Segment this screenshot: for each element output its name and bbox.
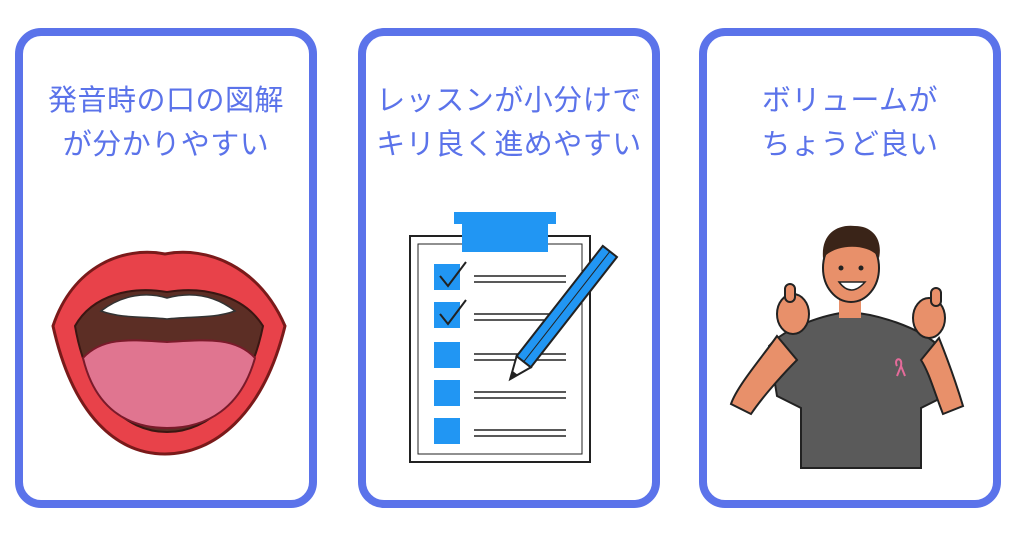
card-short-lessons: レッスンが小分けで キリ良く進めやすい xyxy=(358,28,660,508)
card-good-volume: ボリュームが ちょうど良い xyxy=(699,28,1001,508)
card-title-line2: キリ良く進めやすい xyxy=(376,127,642,161)
card-title-line1: 発音時の口の図解 xyxy=(47,83,284,117)
checklist-pencil-icon xyxy=(409,212,619,463)
open-mouth-icon xyxy=(51,250,287,456)
card-mouth-diagram: 発音時の口の図解 が分かりやすい xyxy=(15,28,317,508)
thumbs-up-person-icon xyxy=(729,225,965,469)
card-title: レッスンが小分けで キリ良く進めやすい xyxy=(366,78,652,166)
card-title-line1: ボリュームが xyxy=(761,83,939,117)
card-title: 発音時の口の図解 が分かりやすい xyxy=(23,78,309,166)
card-title-line1: レッスンが小分けで xyxy=(376,83,642,117)
card-title: ボリュームが ちょうど良い xyxy=(707,78,993,166)
card-title-line2: ちょうど良い xyxy=(761,127,939,161)
card-title-line2: が分かりやすい xyxy=(62,127,270,161)
